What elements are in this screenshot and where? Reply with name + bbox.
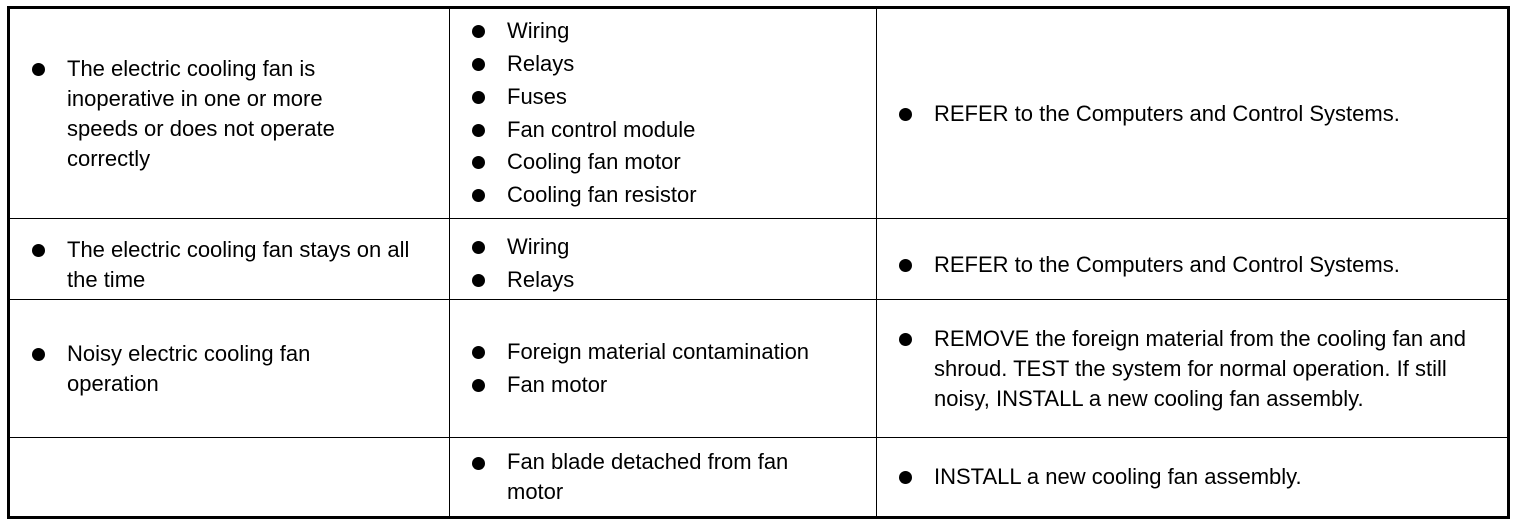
table-row: Fan blade detached from fan motor INSTAL…: [8, 437, 1509, 518]
bullet-icon: [472, 188, 485, 202]
source-item: Relays: [472, 264, 866, 297]
source-text: Fan control module: [507, 116, 696, 142]
source-text: Fan motor: [507, 371, 608, 397]
table-row: Noisy electric cooling fan operation For…: [8, 299, 1509, 438]
bullet-icon: [472, 273, 485, 287]
source-cell: Wiring Relays Fuses Fan control module C…: [449, 7, 877, 219]
bullet-icon: [899, 332, 912, 346]
source-text: Cooling fan motor: [507, 149, 681, 175]
bullet-icon: [472, 345, 485, 359]
bullet-icon: [472, 378, 485, 392]
source-item: Cooling fan resistor: [472, 179, 866, 212]
action-cell: REMOVE the foreign material from the coo…: [876, 299, 1509, 438]
source-item: Wiring: [472, 231, 866, 264]
source-text: Wiring: [507, 18, 570, 44]
source-list: Wiring Relays Fuses Fan control module C…: [450, 15, 866, 211]
condition-cell-empty: [8, 437, 450, 518]
action-text: REMOVE the foreign material from the coo…: [934, 325, 1466, 411]
action-list: REFER to the Computers and Control Syste…: [877, 99, 1497, 129]
source-text: Fan blade detached from fan motor: [507, 449, 789, 504]
condition-list: The electric cooling fan is inoperative …: [10, 54, 439, 174]
bullet-icon: [472, 156, 485, 170]
condition-list: Noisy electric cooling fan operation: [10, 339, 439, 399]
source-text: Foreign material contamination: [507, 338, 810, 364]
condition-cell: The electric cooling fan is inoperative …: [8, 7, 450, 219]
bullet-icon: [472, 90, 485, 104]
condition-text: Noisy electric cooling fan operation: [67, 340, 311, 396]
source-cell: Fan blade detached from fan motor: [449, 437, 877, 518]
action-item: REFER to the Computers and Control Syste…: [899, 250, 1497, 280]
diagnosis-table: The electric cooling fan is inoperative …: [7, 6, 1510, 519]
source-list: Fan blade detached from fan motor: [450, 447, 866, 507]
source-item: Fan control module: [472, 114, 866, 147]
source-item: Wiring: [472, 15, 866, 48]
action-cell: INSTALL a new cooling fan assembly.: [876, 437, 1509, 518]
source-list: Wiring Relays: [450, 231, 866, 296]
condition-item: The electric cooling fan stays on all th…: [32, 235, 437, 295]
source-item: Relays: [472, 48, 866, 81]
condition-list: The electric cooling fan stays on all th…: [10, 235, 439, 295]
bullet-icon: [899, 107, 912, 121]
condition-text: The electric cooling fan stays on all th…: [67, 236, 410, 292]
source-item: Fuses: [472, 81, 866, 114]
bullet-icon: [472, 457, 485, 470]
bullet-icon: [32, 62, 45, 76]
table-row: The electric cooling fan stays on all th…: [8, 218, 1509, 300]
action-item: REMOVE the foreign material from the coo…: [899, 324, 1494, 414]
action-text: REFER to the Computers and Control Syste…: [934, 100, 1400, 126]
source-text: Cooling fan resistor: [507, 181, 697, 207]
source-item: Foreign material contamination: [472, 336, 866, 369]
source-text: Wiring: [507, 233, 570, 259]
action-list: REMOVE the foreign material from the coo…: [877, 324, 1497, 414]
bullet-icon: [899, 258, 912, 272]
source-text: Fuses: [507, 83, 567, 109]
condition-cell: Noisy electric cooling fan operation: [8, 299, 450, 438]
bullet-icon: [472, 58, 485, 72]
bullet-icon: [32, 243, 45, 257]
action-text: REFER to the Computers and Control Syste…: [934, 251, 1400, 277]
bullet-icon: [472, 240, 485, 254]
table-row: The electric cooling fan is inoperative …: [8, 7, 1509, 219]
source-list: Foreign material contamination Fan motor: [450, 336, 866, 401]
condition-cell: The electric cooling fan stays on all th…: [8, 218, 450, 300]
bullet-icon: [899, 471, 912, 484]
source-item: Cooling fan motor: [472, 146, 866, 179]
source-item: Fan motor: [472, 369, 866, 402]
condition-item: Noisy electric cooling fan operation: [32, 339, 367, 399]
action-list: INSTALL a new cooling fan assembly.: [877, 462, 1497, 492]
source-item: Fan blade detached from fan motor: [472, 447, 837, 507]
bullet-icon: [472, 123, 485, 137]
action-list: REFER to the Computers and Control Syste…: [877, 250, 1497, 280]
bullet-icon: [32, 347, 45, 361]
source-cell: Wiring Relays: [449, 218, 877, 300]
source-cell: Foreign material contamination Fan motor: [449, 299, 877, 438]
condition-item: The electric cooling fan is inoperative …: [32, 54, 367, 174]
action-text: INSTALL a new cooling fan assembly.: [934, 464, 1302, 489]
action-cell: REFER to the Computers and Control Syste…: [876, 7, 1509, 219]
source-text: Relays: [507, 51, 575, 77]
action-item: INSTALL a new cooling fan assembly.: [899, 462, 1497, 492]
action-cell: REFER to the Computers and Control Syste…: [876, 218, 1509, 300]
action-item: REFER to the Computers and Control Syste…: [899, 99, 1497, 129]
source-text: Relays: [507, 266, 575, 292]
condition-text: The electric cooling fan is inoperative …: [67, 55, 335, 171]
bullet-icon: [472, 25, 485, 39]
